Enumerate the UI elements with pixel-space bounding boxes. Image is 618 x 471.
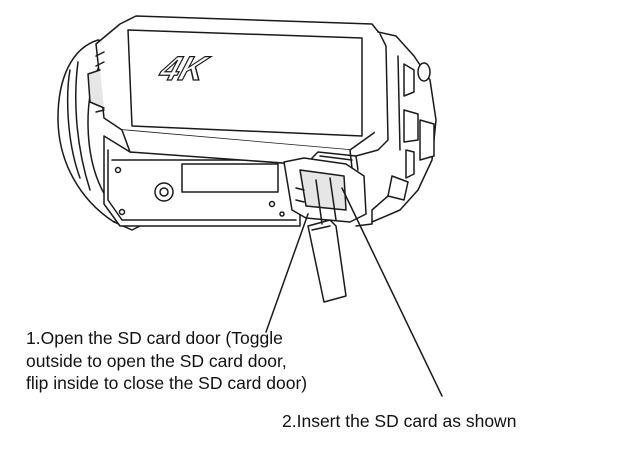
leader-line-step-1 (265, 213, 309, 333)
screw-icon (268, 200, 276, 208)
step-2-line-1: 2.Insert the SD card as shown (282, 411, 517, 431)
leader-line-step-2 (341, 187, 443, 397)
screw-icon (279, 211, 285, 217)
screw-icon (114, 166, 122, 174)
step-1-line-2: outside to open the SD card door, (26, 350, 287, 371)
screw-icon (118, 208, 126, 216)
tripod-socket (154, 182, 174, 202)
lcd-panel (87, 15, 381, 169)
sd-card-door-open (283, 151, 367, 223)
step-1-line-1: 1.Open the SD card door (Toggle (26, 328, 283, 348)
camera-right-side (355, 31, 437, 227)
step-1-instruction: 1.Open the SD card door (Toggle outside … (26, 327, 307, 395)
strap-lug-icon (417, 62, 431, 82)
step-1-line-3: flip inside to close the SD card door) (26, 373, 308, 393)
step-2-instruction: 2.Insert the SD card as shown (282, 410, 516, 433)
sd-card (307, 177, 347, 303)
label-plate (181, 163, 279, 193)
